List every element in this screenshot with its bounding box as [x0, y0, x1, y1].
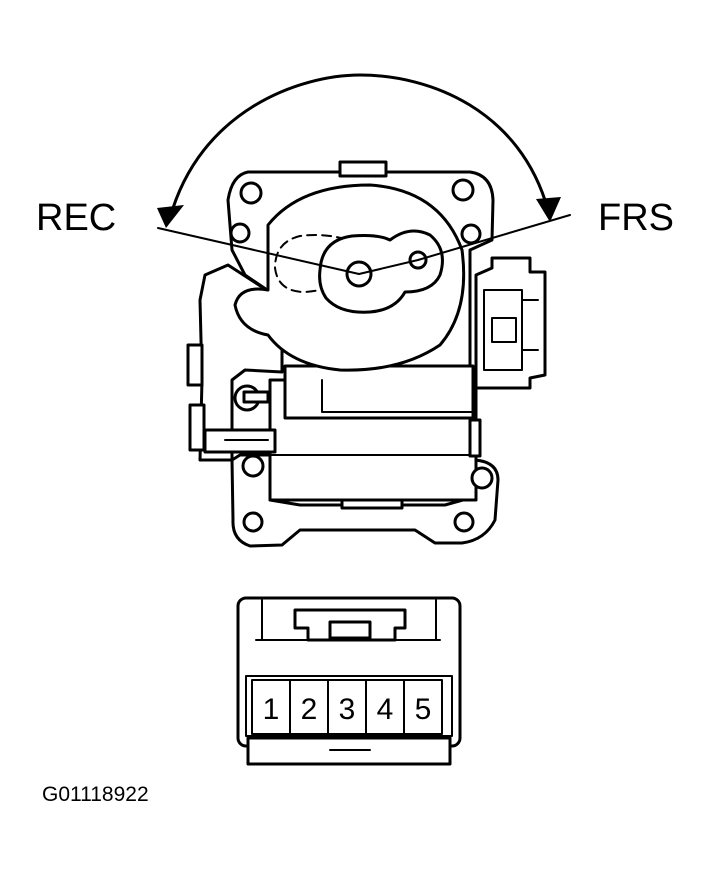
- rec-leader-line: [157, 227, 360, 275]
- mounting-holes: [229, 178, 494, 533]
- mount-hole-bl: [241, 454, 265, 478]
- mount-hole-r2: [460, 223, 482, 245]
- arrowhead-right: [536, 197, 561, 222]
- mount-hole-tr: [451, 178, 475, 202]
- frs-leader-line: [358, 214, 571, 275]
- mount-hole-tl: [239, 181, 263, 205]
- mount-hole-br: [470, 466, 494, 490]
- rotation-arrow: [157, 73, 561, 228]
- mount-hole-bl2: [242, 511, 264, 533]
- frs-label: FRS: [598, 197, 674, 239]
- rec-label: REC: [36, 197, 116, 239]
- pin-5-label: 5: [415, 693, 432, 726]
- pin-3-label: 3: [339, 693, 356, 726]
- rotor-assembly: [233, 183, 466, 372]
- arrowhead-left: [157, 205, 184, 228]
- connector-face: [236, 596, 462, 766]
- figure-id: G01118922: [42, 783, 149, 806]
- pin-2-label: 2: [301, 693, 318, 726]
- connector-pins: 1 2 3 4 5: [251, 679, 443, 735]
- rotor-lever: [318, 229, 444, 314]
- pin-5: 5: [403, 679, 443, 735]
- mount-hole-l2: [229, 222, 251, 244]
- pin-1-label: 1: [263, 693, 280, 726]
- mount-hole-br2: [453, 511, 475, 533]
- pin-4-label: 4: [377, 693, 394, 726]
